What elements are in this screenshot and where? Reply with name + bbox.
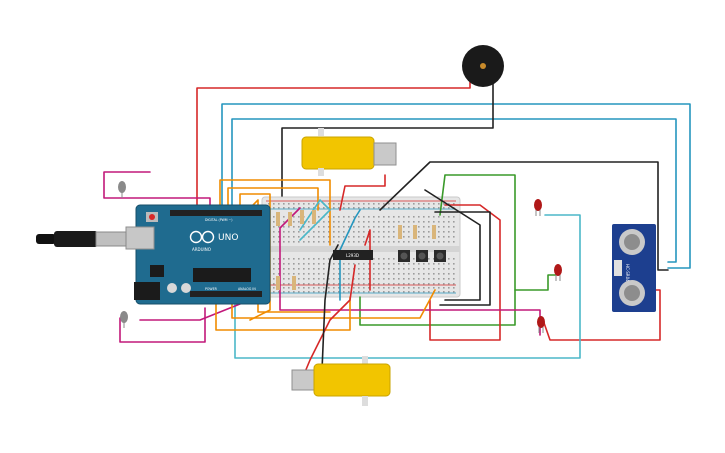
dc-motor-icon[interactable] — [301, 128, 397, 176]
wire-red-ic-2 — [304, 264, 356, 373]
ultrasonic-sensor-icon[interactable]: HC-SR04 — [612, 224, 656, 312]
resistor-icon — [292, 276, 296, 290]
resistor-icon — [276, 276, 280, 290]
wire-red-sensor — [542, 289, 661, 341]
resistor-icon — [398, 225, 402, 239]
wire-orange-2 — [227, 187, 319, 213]
wire-black-sensor — [379, 161, 669, 271]
resistors — [276, 210, 436, 290]
wire-black-buzzer — [281, 81, 494, 197]
wire-blue-top — [221, 103, 691, 269]
wire-orange-4 — [231, 289, 436, 319]
wire-red-top — [196, 79, 471, 213]
arduino-power-label: POWER — [205, 287, 218, 291]
resistor-icon — [413, 225, 417, 239]
push-button-icon[interactable] — [416, 250, 428, 262]
ic-label: L293D — [346, 253, 359, 258]
wire-red-ic-1 — [339, 174, 386, 211]
wire-teal-bottom — [234, 214, 581, 359]
wire-magenta-bottom-left — [119, 307, 206, 343]
buzzer-icon[interactable] — [462, 45, 504, 87]
push-button-icon[interactable] — [434, 250, 446, 262]
arduino-model-label: UNO — [218, 233, 238, 243]
push-buttons — [398, 250, 446, 262]
wire-teal-top — [231, 118, 677, 263]
sensor-label: HC-SR04 — [625, 264, 630, 282]
wire-black-right-2 — [424, 189, 481, 301]
resistor-icon — [312, 210, 316, 224]
resistor-icon — [432, 225, 436, 239]
arduino-analog-label: ANALOG IN — [238, 287, 256, 291]
resistor-icon — [300, 210, 304, 224]
wire-green — [359, 174, 516, 326]
wire-blue-ic — [339, 209, 361, 301]
resistor-icon — [288, 212, 292, 226]
ic-chip-icon[interactable]: L293D — [333, 250, 373, 260]
usb-plug-icon[interactable] — [36, 231, 127, 247]
led-icon[interactable] — [120, 311, 128, 328]
led-icon[interactable] — [554, 264, 562, 281]
wire-red-ic-3 — [364, 229, 371, 291]
arduino-brand-label: ARDUINO — [192, 247, 211, 252]
wire-teal-ic — [299, 199, 331, 241]
wire-magenta-top-left — [103, 171, 211, 213]
wire-orange-1 — [219, 179, 331, 246]
dc-motor-icon[interactable] — [291, 356, 391, 406]
wire-orange-3 — [239, 193, 271, 321]
wire-black-right-1 — [434, 211, 491, 306]
breadboard[interactable] — [261, 196, 461, 298]
wire-red-right — [429, 204, 501, 341]
led-icon[interactable] — [534, 199, 542, 216]
led-icon[interactable] — [537, 316, 545, 333]
arduino-board-icon[interactable]: UNO ARDUINO DIGITAL (PWM ~) ANALOG IN PO… — [125, 204, 271, 305]
wire-orange-5 — [215, 296, 351, 331]
led-icon[interactable] — [118, 181, 126, 198]
push-button-icon[interactable] — [398, 250, 410, 262]
wire-green-led — [514, 274, 556, 291]
arduino-digital-label: DIGITAL (PWM ~) — [205, 218, 232, 222]
resistor-icon — [276, 212, 280, 226]
